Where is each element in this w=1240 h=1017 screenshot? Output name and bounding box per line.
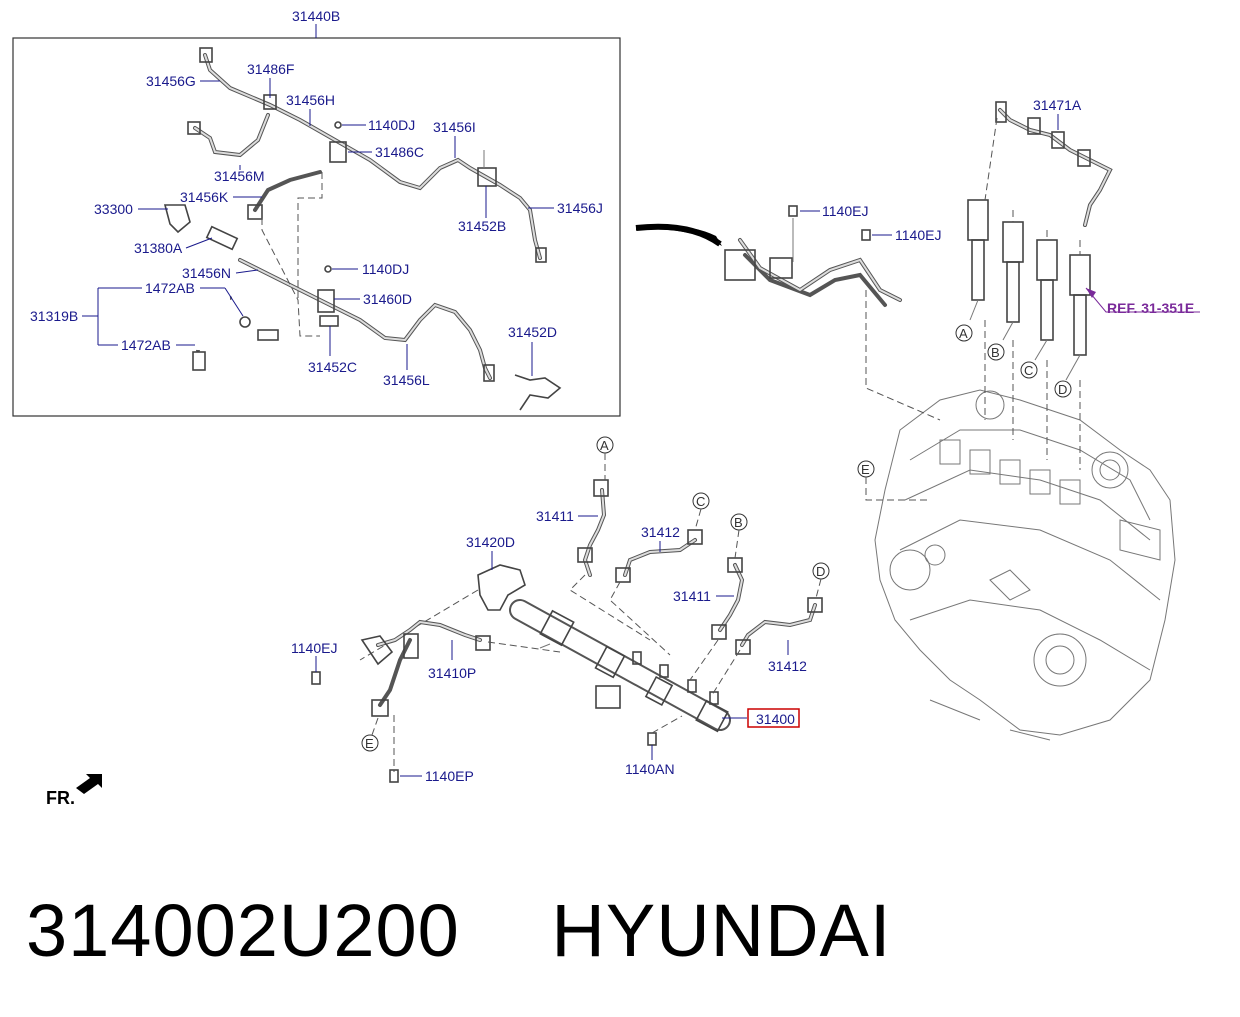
brand-name: HYUNDAI [551,889,892,972]
circle-d-injector: D [1058,382,1067,397]
ref-label: REF. 31-351E [1107,300,1194,316]
label-1140AN: 1140AN [625,761,675,777]
label-31440B: 31440B [292,8,340,24]
circle-a-pipe: A [600,438,609,453]
injector-d [1065,254,1091,381]
label-1140DJ-top: 1140DJ [368,117,415,133]
label-31410P: 31410P [428,665,476,681]
return-line: 31471A [995,97,1113,227]
label-31319B: 31319B [30,308,78,324]
label-31380A: 31380A [134,240,183,256]
circle-c-injector: C [1024,363,1033,378]
circle-c-pipe: C [696,494,705,509]
injector-a [967,199,989,321]
part-number: 314002U200 [26,889,460,972]
label-31411-mid: 31411 [673,588,711,604]
label-1472AB-top: 1472AB [145,280,195,296]
label-33300: 33300 [94,201,133,217]
circle-a-injector: A [959,326,968,341]
label-1140EJ-mid: 1140EJ [895,227,941,243]
inset-box: 31440B [12,8,621,417]
label-31412-bottom: 31412 [768,658,807,674]
label-31420D: 31420D [466,534,515,550]
label-31456I: 31456I [433,119,476,135]
engine-block: E [857,290,1176,741]
injector-c [1034,239,1058,361]
circle-e-engine: E [861,462,870,477]
parts-diagram: 31440B [12,8,1200,808]
label-31452B: 31452B [458,218,506,234]
label-31456G: 31456G [146,73,196,89]
label-31471A: 31471A [1033,97,1082,113]
label-1140EP: 1140EP [425,768,474,784]
injectors: A B C D REF. 31-351E [955,117,1200,398]
highlight-box-31400 [747,708,800,728]
label-1140DJ-bottom: 1140DJ [362,261,409,277]
label-31456K: 31456K [180,189,229,205]
caption: 314002U200 HYUNDAI [26,888,891,978]
label-31400: 31400 [756,711,795,727]
pipe-bundle: 1140EJ 1140EJ [724,203,941,307]
fuel-rail-assembly: A 31411 C 31412 B 31411 D 31412 [291,436,830,784]
label-31456N: 31456N [182,265,231,281]
label-31486C: 31486C [375,144,424,160]
label-1472AB-bottom: 1472AB [121,337,171,353]
front-arrow: FR. [46,774,102,808]
injector-b [1002,221,1024,341]
label-31452D: 31452D [508,324,557,340]
circle-b-injector: B [991,345,1000,360]
circle-b-pipe: B [734,515,743,530]
callout-arrow [636,225,722,246]
label-31411-top: 31411 [536,508,574,524]
label-31456L: 31456L [383,372,430,388]
label-1140EJ-bottom: 1140EJ [291,640,337,656]
label-31452C: 31452C [308,359,357,375]
front-label: FR. [46,788,75,808]
label-31456J: 31456J [557,200,603,216]
circle-e-pipe: E [365,736,374,751]
label-31486F: 31486F [247,61,294,77]
label-31456M: 31456M [214,168,265,184]
circle-d-pipe: D [816,564,825,579]
label-1140EJ-top: 1140EJ [822,203,868,219]
label-31412-top: 31412 [641,524,680,540]
label-31456H: 31456H [286,92,335,108]
label-31460D: 31460D [363,291,412,307]
